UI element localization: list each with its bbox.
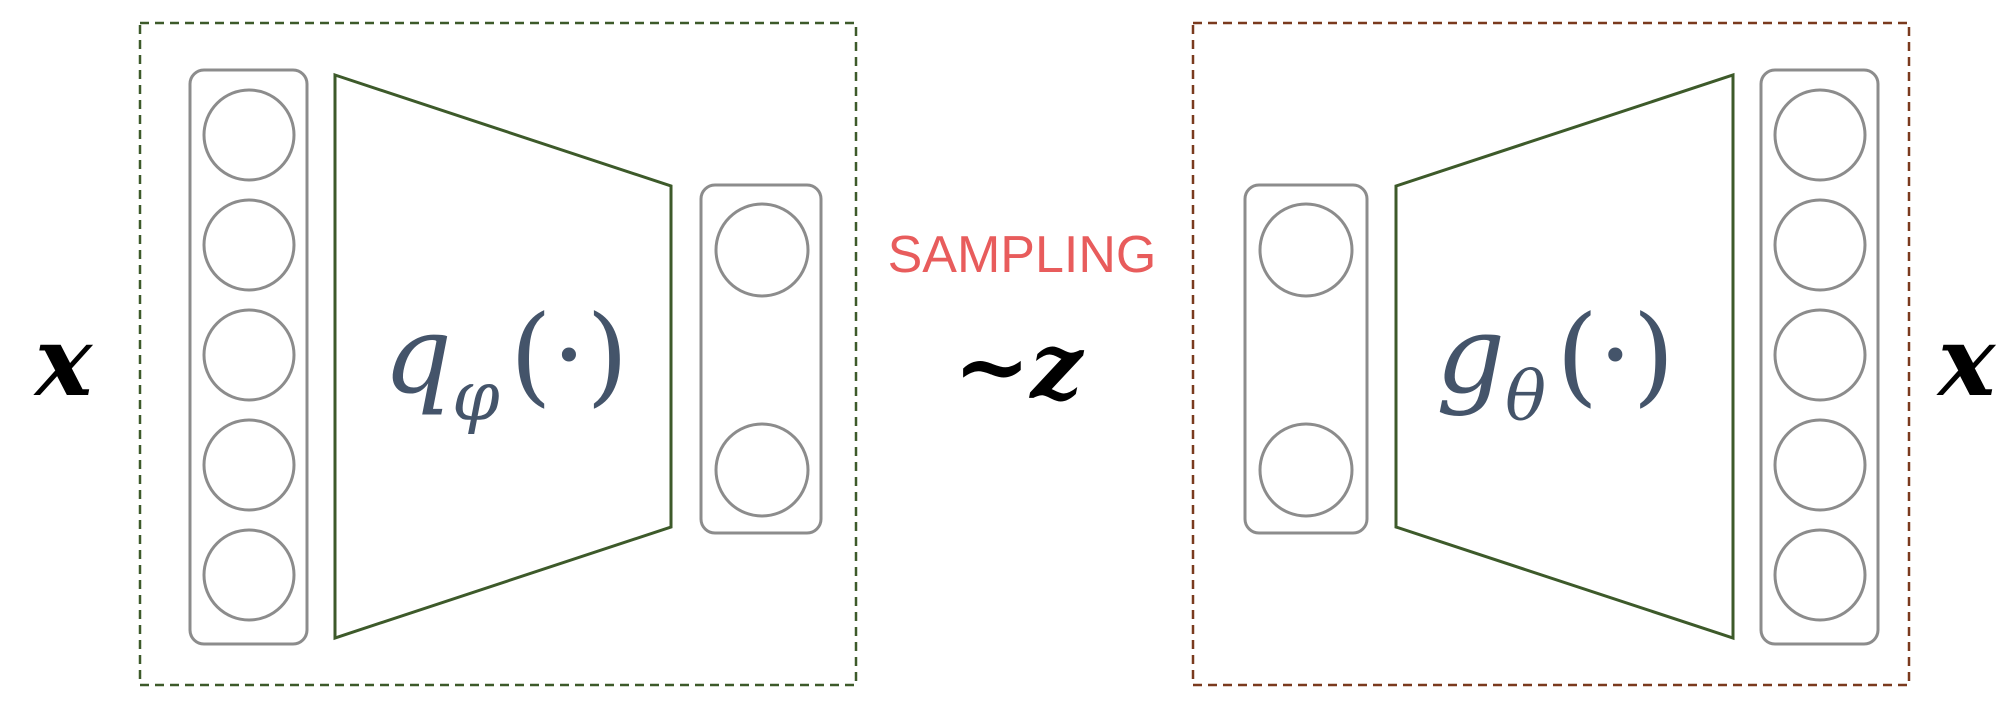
decoder-box bbox=[1191, 21, 1911, 687]
decoder-latent-node bbox=[1258, 422, 1354, 518]
decoder-trapezoid bbox=[1394, 72, 1735, 641]
encoder-input-layer-frame bbox=[188, 68, 309, 646]
encoder-input-node bbox=[202, 308, 296, 402]
decoder-function-label: gθ(·) bbox=[1436, 293, 1675, 437]
encoder-latent-node bbox=[714, 202, 810, 298]
decoder-function-name: g bbox=[1436, 293, 1505, 418]
encoder-function-argument: (·) bbox=[510, 293, 629, 418]
decoder-output-node bbox=[1773, 418, 1867, 512]
decoder-output-layer-frame bbox=[1759, 68, 1880, 646]
encoder-function-name: q bbox=[383, 293, 452, 418]
decoder-output-node bbox=[1773, 198, 1867, 292]
decoder-output-layer bbox=[1759, 68, 1880, 646]
encoder-input-node bbox=[202, 418, 296, 512]
decoder-latent-node bbox=[1258, 202, 1354, 298]
input-variable-label: x bbox=[33, 305, 94, 418]
decoder-output-node bbox=[1773, 88, 1867, 182]
encoder-input-node bbox=[202, 88, 296, 182]
encoder-function-subscript: φ bbox=[452, 358, 500, 437]
decoder-latent-layer-frame bbox=[1243, 183, 1369, 535]
decoder-function-argument: (·) bbox=[1556, 293, 1675, 418]
latent-variable-label: ~z bbox=[953, 312, 1084, 420]
encoder-input-node bbox=[202, 198, 296, 292]
decoder-function-subscript: θ bbox=[1505, 358, 1546, 437]
encoder-latent-node bbox=[714, 422, 810, 518]
sampling-label: SAMPLING bbox=[888, 226, 1157, 284]
encoder-input-node bbox=[202, 528, 296, 622]
decoder-output-node bbox=[1773, 528, 1867, 622]
encoder-function-label: qφ(·) bbox=[383, 293, 628, 437]
encoder-input-layer bbox=[188, 68, 309, 646]
decoder-output-node bbox=[1773, 308, 1867, 402]
decoder-latent-layer bbox=[1243, 183, 1369, 535]
encoder-latent-layer bbox=[699, 183, 823, 535]
output-variable-label: x bbox=[1936, 305, 1997, 418]
encoder-trapezoid bbox=[333, 72, 673, 641]
encoder-latent-layer-frame bbox=[699, 183, 823, 535]
